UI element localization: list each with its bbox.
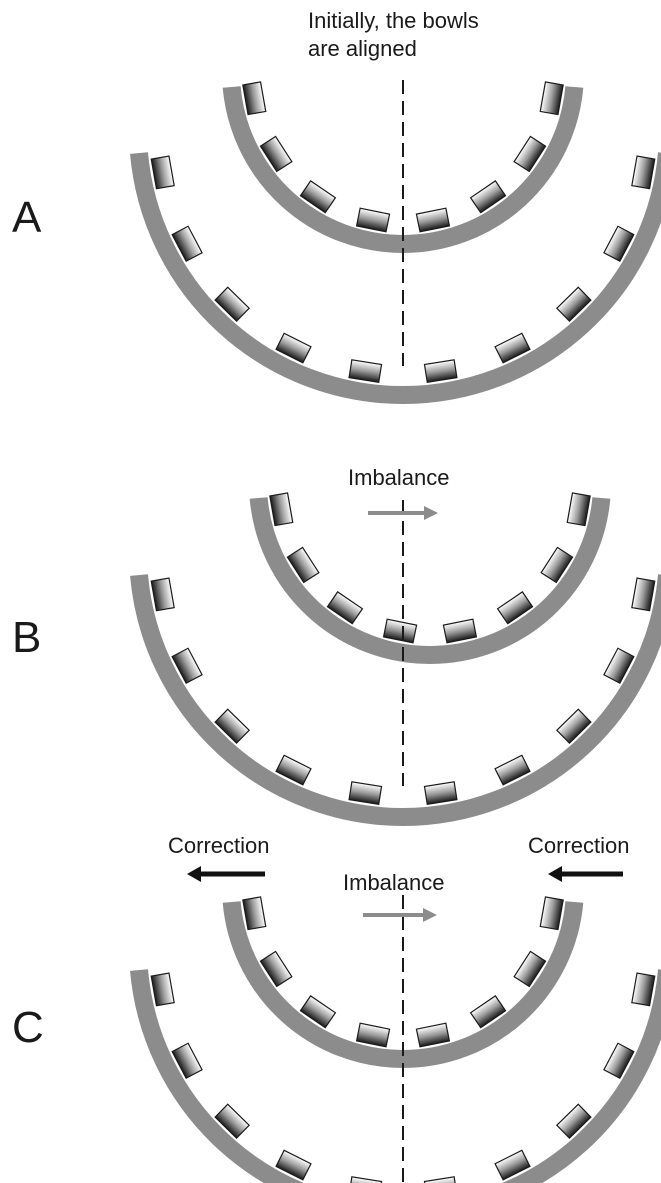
magnet <box>603 1042 635 1079</box>
magnet <box>603 225 635 262</box>
magnet <box>275 754 312 786</box>
magnet <box>566 492 591 527</box>
caption-line-2: are aligned <box>308 36 417 61</box>
magnet <box>299 995 337 1029</box>
inner-bowl-rim <box>222 901 584 1068</box>
caption-line-1: Initially, the bowls <box>308 8 479 33</box>
magnet <box>469 180 507 214</box>
magnet <box>348 1176 383 1183</box>
magnet <box>539 896 564 931</box>
correction-arrow-left <box>187 866 265 882</box>
magnet <box>469 995 507 1029</box>
panel-letter: B <box>12 613 41 662</box>
magnet <box>513 135 547 173</box>
magnet <box>348 359 383 383</box>
magnet <box>555 1103 592 1139</box>
panel-a: A Initially, the bowls are aligned <box>12 8 661 405</box>
magnet <box>259 135 293 173</box>
magnet <box>286 546 320 584</box>
magnet <box>171 647 203 684</box>
magnet <box>555 286 592 322</box>
magnet <box>631 155 656 190</box>
inner-bowl <box>249 492 611 664</box>
arrow-head <box>424 506 438 520</box>
magnet <box>382 618 418 644</box>
magnet <box>275 332 312 364</box>
magnet <box>603 647 635 684</box>
correction-label-left: Correction <box>168 833 269 858</box>
magnet <box>150 577 175 612</box>
magnet <box>242 81 267 116</box>
magnet <box>540 546 574 584</box>
imbalance-label: Imbalance <box>343 870 445 895</box>
magnet <box>269 492 294 527</box>
inner-bowl <box>222 81 584 253</box>
magnet <box>214 708 251 744</box>
magnet <box>348 781 383 805</box>
magnet <box>275 1149 312 1181</box>
magnet <box>326 591 364 625</box>
magnet <box>299 180 337 214</box>
magnet <box>171 225 203 262</box>
magnet <box>442 618 478 644</box>
panel-b: B Imbalance <box>12 465 661 827</box>
magnet <box>555 708 592 744</box>
arrow-head <box>187 866 201 882</box>
magnet <box>494 754 531 786</box>
magnet <box>423 359 458 383</box>
magnet <box>242 896 267 931</box>
outer-bowl-rim <box>130 574 661 827</box>
panel-letter: A <box>12 193 42 242</box>
imbalance-label: Imbalance <box>348 465 450 490</box>
magnet <box>214 286 251 322</box>
magnet <box>259 950 293 988</box>
outer-bowl-rim <box>130 152 661 405</box>
imbalance-arrow <box>368 506 438 520</box>
panel-letter: C <box>12 1003 44 1052</box>
outer-bowl-rim <box>130 969 661 1183</box>
correction-arrow-right <box>548 866 623 882</box>
magnet <box>214 1103 251 1139</box>
magnet <box>150 972 175 1007</box>
outer-bowl <box>130 574 661 827</box>
panel-c: C Imbalance Correction Correction <box>12 833 661 1183</box>
magnet <box>355 1022 391 1048</box>
magnet <box>423 781 458 805</box>
magnet <box>150 155 175 190</box>
magnet <box>423 1176 458 1183</box>
arrow-head <box>423 908 437 922</box>
magnet <box>631 972 656 1007</box>
inner-bowl-rim <box>249 497 611 664</box>
inner-bowl-rim <box>222 86 584 253</box>
outer-bowl <box>130 969 661 1183</box>
inner-bowl <box>222 896 584 1068</box>
correction-label-right: Correction <box>528 833 629 858</box>
outer-bowl <box>130 152 661 405</box>
magnet <box>415 1022 451 1048</box>
magnet <box>494 332 531 364</box>
magnet <box>415 207 451 233</box>
magnet <box>539 81 564 116</box>
magnet <box>631 577 656 612</box>
magnet <box>513 950 547 988</box>
magnet <box>494 1149 531 1181</box>
imbalance-arrow <box>363 908 437 922</box>
magnet <box>171 1042 203 1079</box>
magnet <box>355 207 391 233</box>
magnet <box>496 591 534 625</box>
arrow-head <box>548 866 562 882</box>
